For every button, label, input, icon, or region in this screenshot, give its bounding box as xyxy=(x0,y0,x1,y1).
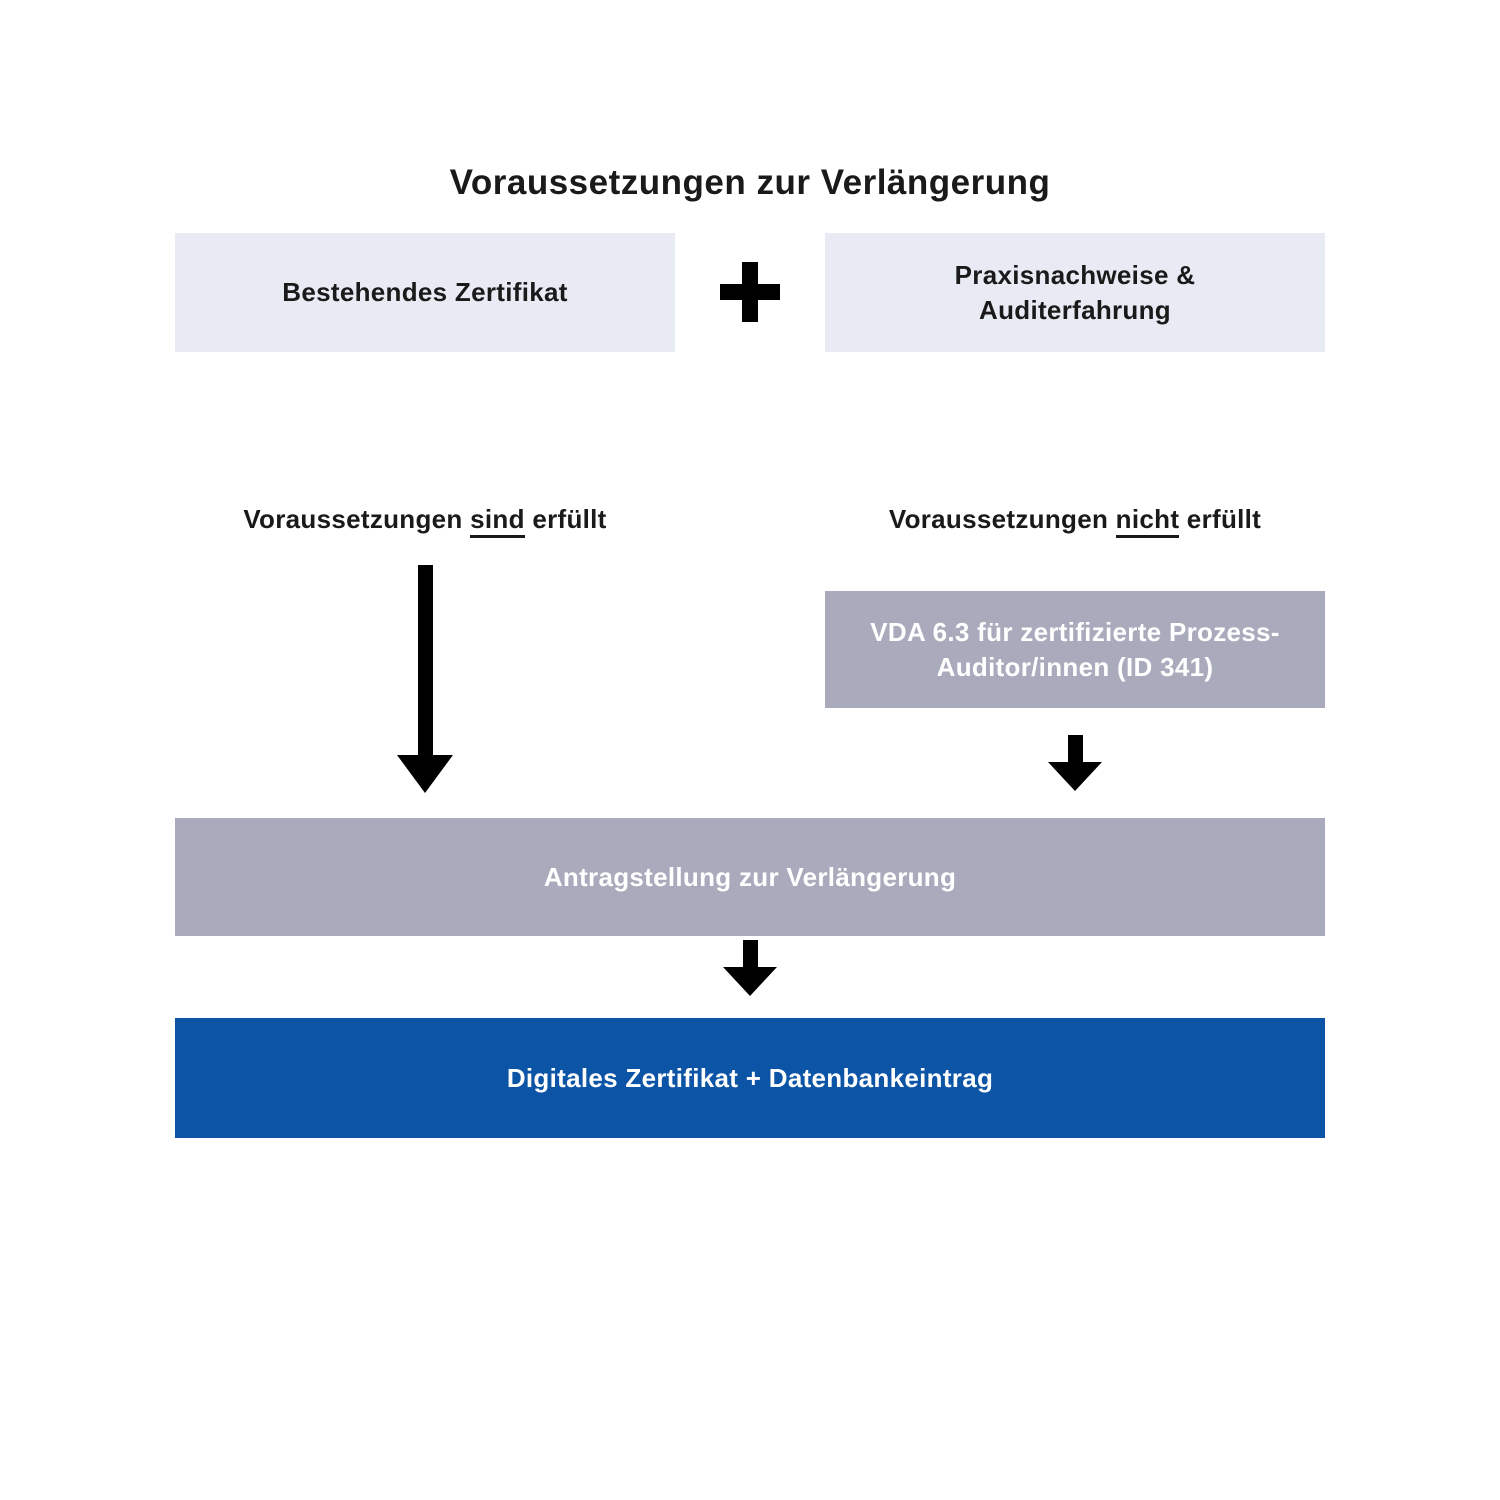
down-arrow-left-branch-shaft xyxy=(417,565,433,755)
requirements-not-met-underlined-word: nicht xyxy=(1115,504,1180,538)
existing-certificate-label: Bestehendes Zertifikat xyxy=(282,277,568,308)
practice-evidence-label-line2: Auditerfahrung xyxy=(979,294,1171,325)
down-arrow-left-branch-head xyxy=(397,755,453,793)
requirements-met-underlined-word: sind xyxy=(470,504,525,538)
requirements-not-met-label-suffix: erfüllt xyxy=(1179,504,1262,534)
down-arrow-to-result xyxy=(723,940,777,996)
page-title: Voraussetzungen zur Verlängerung xyxy=(449,163,1051,202)
down-arrow-to-result-shaft xyxy=(742,940,758,967)
vda-training-label-line2: Auditor/innen (ID 341) xyxy=(936,651,1214,682)
down-arrow-right-branch xyxy=(1048,735,1102,791)
result-box: Digitales Zertifikat + Datenbankeintrag xyxy=(175,1018,1325,1138)
vda-training-box: VDA 6.3 für zertifizierte Prozess- Audit… xyxy=(825,591,1325,708)
requirements-met-label: Voraussetzungen sind erfüllt xyxy=(175,504,675,538)
down-arrow-left-branch xyxy=(397,565,453,793)
practice-evidence-box: Praxisnachweise & Auditerfahrung xyxy=(825,233,1325,352)
practice-evidence-label-line1: Praxisnachweise & xyxy=(954,260,1196,291)
result-box-label: Digitales Zertifikat + Datenbankeintrag xyxy=(506,1062,994,1093)
vda-training-label-line1: VDA 6.3 für zertifizierte Prozess- xyxy=(870,617,1280,648)
requirements-met-label-suffix: erfüllt xyxy=(524,504,607,534)
down-arrow-right-branch-head xyxy=(1048,762,1102,791)
requirements-met-label-prefix: Voraussetzungen xyxy=(243,504,471,534)
down-arrow-right-branch-shaft xyxy=(1067,735,1083,762)
existing-certificate-box: Bestehendes Zertifikat xyxy=(175,233,675,352)
application-box-label: Antragstellung zur Verlängerung xyxy=(543,861,957,892)
down-arrow-to-result-head xyxy=(723,967,777,996)
application-box: Antragstellung zur Verlängerung xyxy=(175,818,1325,936)
requirements-not-met-label: Voraussetzungen nicht erfüllt xyxy=(825,504,1325,538)
requirements-not-met-label-prefix: Voraussetzungen xyxy=(888,504,1116,534)
plus-icon-vertical-bar xyxy=(742,262,758,322)
plus-icon xyxy=(720,262,780,322)
